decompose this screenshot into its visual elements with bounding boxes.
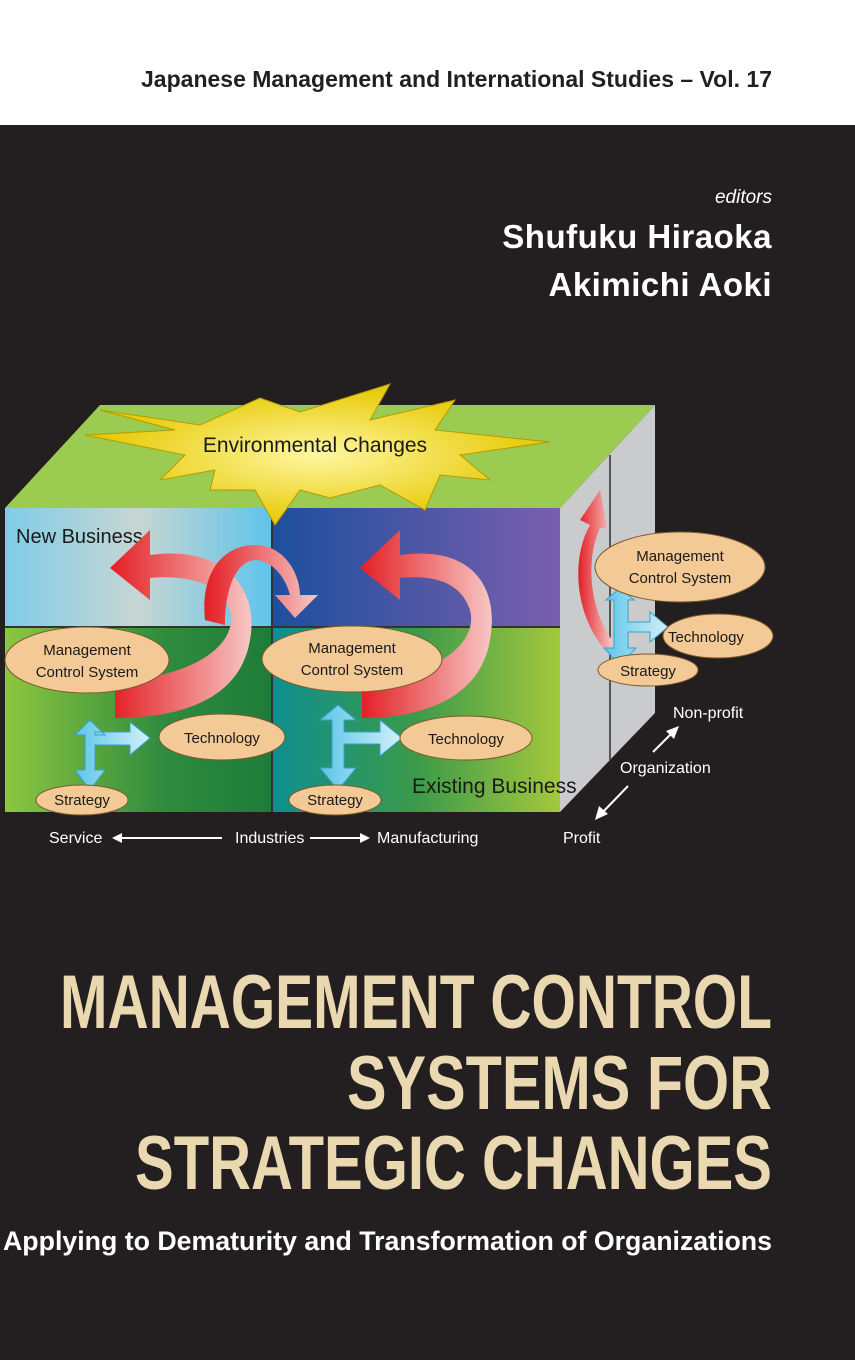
axis-service: Service	[49, 830, 102, 847]
ellipses	[4, 531, 774, 816]
axis-profit: Profit	[563, 830, 601, 847]
editor-name: Akimichi Aoki	[548, 266, 772, 303]
technology-label: Technology	[428, 731, 504, 748]
new-business-label: New Business	[16, 526, 143, 548]
star-label: Environmental Changes	[203, 434, 427, 457]
book-title-line: MANAGEMENT CONTROL	[60, 960, 772, 1045]
axis-organization: Organization	[620, 760, 711, 777]
axis-industries: Industries	[235, 830, 304, 847]
editors-label: editors	[714, 187, 772, 208]
axis-nonprofit: Non-profit	[673, 705, 744, 722]
mcs-label: Control System	[629, 570, 732, 587]
mcs-label: Control System	[36, 664, 139, 681]
transition-arrow	[360, 530, 492, 718]
technology-label: Technology	[184, 730, 260, 747]
book-title-line: SYSTEMS FOR	[347, 1041, 772, 1126]
book-title-line: STRATEGIC CHANGES	[135, 1121, 772, 1206]
series-band	[0, 0, 855, 125]
mcs-label: Management	[43, 642, 131, 659]
existing-business-label: Existing Business	[412, 775, 577, 798]
strategy-label: Strategy	[620, 663, 676, 680]
series-title: Japanese Management and International St…	[141, 66, 772, 92]
mcs-label: Management	[308, 640, 396, 657]
arrow-right-icon	[360, 833, 370, 843]
book-subtitle: Applying to Dematurity and Transformatio…	[3, 1226, 772, 1256]
technology-label: Technology	[668, 629, 744, 646]
strategy-label: Strategy	[54, 792, 110, 809]
transition-arrow	[204, 545, 318, 625]
transition-arrow	[578, 490, 612, 655]
mcs-label: Control System	[301, 662, 404, 679]
mcs-label: Management	[636, 548, 724, 565]
cube-side-face	[560, 405, 655, 812]
strategy-tech-arrow	[73, 587, 669, 791]
environmental-changes-star	[84, 383, 551, 526]
axis-manufacturing: Manufacturing	[377, 830, 478, 847]
strategy-label: Strategy	[307, 792, 363, 809]
editor-name: Shufuku Hiraoka	[502, 218, 772, 255]
arrow-left-icon	[112, 833, 122, 843]
